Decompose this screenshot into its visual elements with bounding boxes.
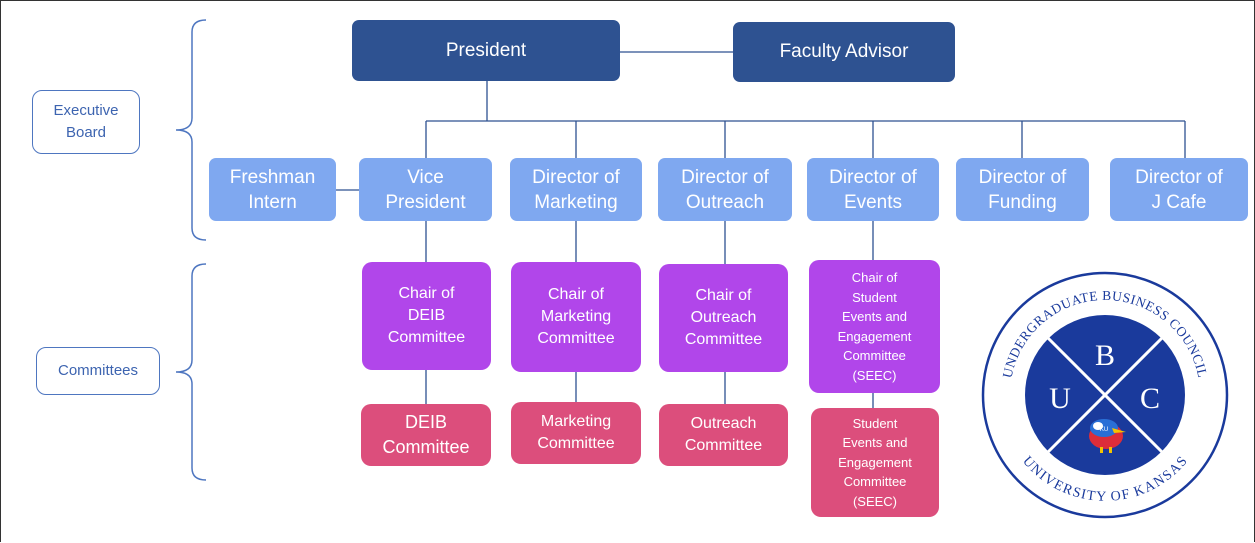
- seec-committee-box: Student Events and Engagement Committee …: [811, 408, 939, 517]
- chair-outreach-box: Chair of Outreach Committee: [659, 264, 788, 372]
- director-jcafe-box: Director of J Cafe: [1110, 158, 1248, 221]
- logo-letter-u: U: [1049, 382, 1071, 415]
- director-funding-box: Director of Funding: [956, 158, 1089, 221]
- chair-deib-box: Chair of DEIB Committee: [362, 262, 491, 370]
- faculty-advisor-box: Faculty Advisor: [733, 22, 955, 82]
- deib-committee-box: DEIB Committee: [361, 404, 491, 466]
- director-events-box: Director of Events: [807, 158, 939, 221]
- ubc-logo: B U C KU UNDERGRADUATE BUSINESS COUNCIL …: [981, 271, 1229, 519]
- executive-board-label: Executive Board: [32, 90, 140, 154]
- freshman-intern-box: Freshman Intern: [209, 158, 336, 221]
- jayhawk-icon: KU: [1089, 419, 1126, 453]
- committees-label: Committees: [36, 347, 160, 395]
- logo-letter-c: C: [1140, 382, 1160, 415]
- director-outreach-box: Director of Outreach: [658, 158, 792, 221]
- chair-seec-box: Chair of Student Events and Engagement C…: [809, 260, 940, 393]
- marketing-committee-box: Marketing Committee: [511, 402, 641, 464]
- executive-brace: [175, 19, 207, 241]
- director-marketing-box: Director of Marketing: [510, 158, 642, 221]
- logo-mascot-badge: KU: [1100, 427, 1108, 433]
- committees-brace: [175, 263, 207, 481]
- vice-president-box: Vice President: [359, 158, 492, 221]
- logo-letter-b: B: [1095, 339, 1115, 372]
- president-box: President: [352, 20, 620, 81]
- outreach-committee-box: Outreach Committee: [659, 404, 788, 466]
- chair-marketing-box: Chair of Marketing Committee: [511, 262, 641, 372]
